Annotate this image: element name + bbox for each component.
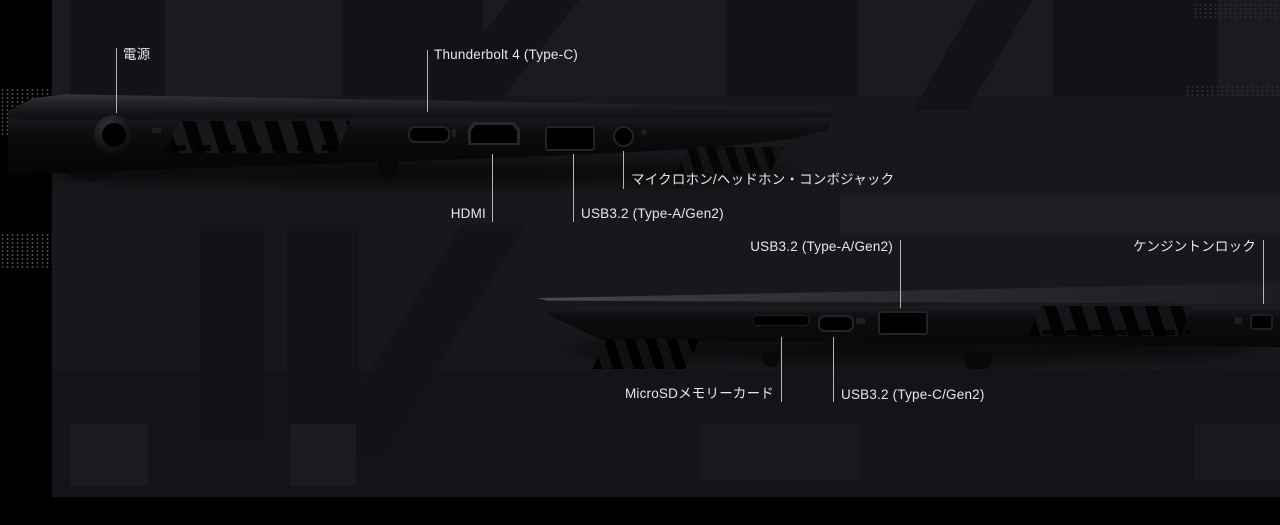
- laptop-foot: [964, 352, 992, 369]
- bottom-black-bar: [0, 497, 1280, 525]
- background-watermark-shape: [70, 424, 148, 486]
- background-watermark-shape: [727, 0, 857, 96]
- laptop-foot: [763, 352, 779, 367]
- callout-label-usb-a-2: USB3.2 (Type-A/Gen2): [750, 239, 893, 254]
- background-watermark-shape: [1195, 424, 1280, 480]
- callout-label-microsd: MicroSDメモリーカード: [624, 386, 774, 401]
- cooling-vents-detail: [172, 145, 344, 151]
- callout-line-audio-jack: [623, 151, 624, 189]
- callout-label-kensington: ケンジントンロック: [1133, 239, 1256, 254]
- microsd-card-slot: [753, 315, 809, 326]
- callout-line-thunderbolt: [427, 50, 428, 112]
- background-band: [840, 196, 1280, 233]
- audio-combo-jack: [613, 126, 634, 147]
- dc-power-jack-hole: [102, 123, 126, 147]
- callout-label-hdmi: HDMI: [450, 206, 486, 221]
- laptop-foot: [378, 162, 398, 179]
- laptop-top-lid: [8, 94, 833, 120]
- background-watermark-shape: [700, 424, 860, 480]
- kensington-lock-slot: [1250, 314, 1273, 330]
- usb-icon: [856, 318, 865, 324]
- callout-line-hdmi: [492, 154, 493, 222]
- callout-label-audio-jack: マイクロホン/ヘッドホン・コンボジャック: [631, 172, 895, 187]
- background-band: [50, 0, 1280, 96]
- background-watermark-shape: [318, 225, 526, 455]
- callout-label-power: 電源: [123, 47, 151, 62]
- cooling-vents-detail: [1042, 330, 1190, 335]
- callout-label-thunderbolt: Thunderbolt 4 (Type-C): [434, 47, 578, 62]
- lock-icon: [1235, 317, 1242, 324]
- cooling-vents: [592, 339, 700, 369]
- thunderbolt-icon: [452, 129, 456, 137]
- halftone-dots-texture: [1185, 85, 1280, 98]
- background-watermark-shape: [913, 0, 1032, 110]
- background-watermark-shape: [70, 0, 165, 96]
- cooling-vents: [676, 147, 784, 173]
- callout-line-usb-a-2: [900, 240, 901, 308]
- callout-line-microsd: [781, 337, 782, 402]
- background-watermark-shape: [287, 225, 359, 440]
- laptop-bottom-lid: [538, 283, 1280, 304]
- background-watermark-shape: [290, 424, 356, 486]
- callout-line-power: [116, 48, 117, 113]
- hdmi-port-hole: [471, 125, 517, 143]
- dc-in-icon: [152, 128, 161, 133]
- usb-a-port: [878, 311, 928, 335]
- thunderbolt4-type-c-port: [408, 126, 450, 143]
- callout-line-usb-c: [833, 337, 834, 402]
- halftone-dots-texture: [0, 233, 52, 269]
- background-watermark-shape: [200, 225, 264, 440]
- halftone-dots-texture: [1193, 3, 1280, 20]
- usb-a-port: [545, 126, 595, 151]
- callout-line-usb-a: [573, 154, 574, 222]
- callout-label-usb-a: USB3.2 (Type-A/Gen2): [581, 206, 724, 221]
- callout-line-kensington: [1263, 240, 1264, 304]
- callout-label-usb-c: USB3.2 (Type-C/Gen2): [841, 387, 985, 402]
- usb-c-port: [818, 315, 854, 332]
- microphone-icon: [641, 129, 647, 135]
